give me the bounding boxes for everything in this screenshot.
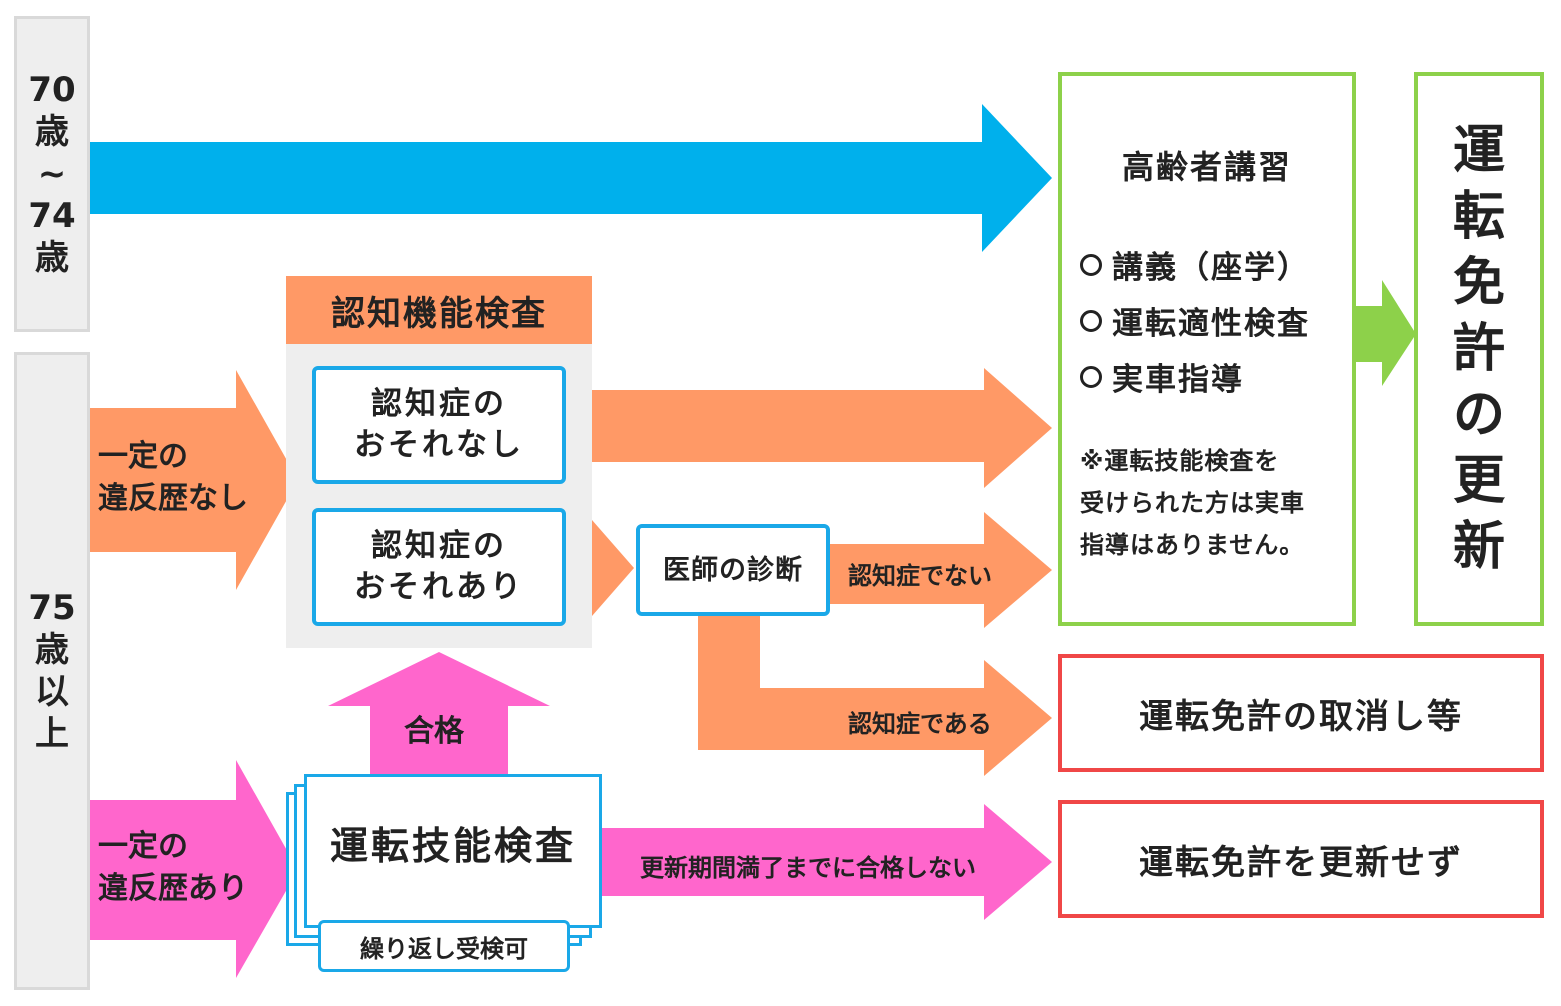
circle-bullet-icon: [1080, 309, 1102, 332]
age-tilde-text: ~: [37, 154, 67, 194]
repeat-test-tab: 繰り返し受検可: [318, 920, 570, 972]
age-70-text: 70: [28, 70, 76, 110]
no-violation-arrow: [90, 370, 298, 590]
age-unit-text: 歳: [34, 630, 69, 670]
skill-test-title: 運転技能検査: [329, 823, 576, 868]
blue-flow-arrow: [90, 104, 1052, 252]
not-dementia-label: 認知症でない: [848, 562, 992, 590]
cognitive-test-header: 認知機能検査: [286, 276, 592, 344]
age-74-text: 74: [28, 196, 76, 236]
fail-label: 更新期間満了までに合格しない: [640, 854, 976, 882]
elderly-course-note: ※運転技能検査を 受けられた方は実車 指導はありません。: [1080, 447, 1305, 559]
risk-box: 認知症の おそれあり: [312, 508, 566, 626]
age-75-text: 75: [28, 588, 76, 628]
age-unit-text: 歳: [34, 238, 69, 278]
revocation-box: 運転免許の取消し等: [1058, 654, 1544, 772]
age-group-75-plus: 75 歳 以 上: [14, 352, 90, 990]
circle-bullet-icon: [1080, 253, 1102, 276]
no-risk-box: 認知症の おそれなし: [312, 366, 566, 484]
course-item-aptitude: 運転適性検査: [1080, 298, 1310, 343]
dementia-arrow: [698, 612, 1052, 776]
age-over-text: 上: [34, 714, 69, 754]
course-item-lecture: 講義（座学）: [1080, 242, 1310, 287]
age-group-70-74: 70 歳 ~ 74 歳: [14, 16, 90, 332]
elderly-course-title: 高齢者講習: [1121, 148, 1292, 186]
age-unit-text: 歳: [34, 112, 69, 152]
doctor-diagnosis-box: 医師の診断: [636, 524, 830, 616]
no-renewal-box: 運転免許を更新せず: [1058, 800, 1544, 918]
no-risk-arrow: [566, 368, 1052, 488]
with-violation-label: 一定の 違反歴あり: [98, 829, 248, 906]
elderly-course-box: 高齢者講習 講義（座学） 運転適性検査 実車指導 ※運転技能検査を 受けられた方…: [1058, 72, 1356, 626]
circle-bullet-icon: [1080, 365, 1102, 388]
no-violation-label: 一定の 違反歴なし: [98, 439, 248, 516]
course-item-driving: 実車指導: [1080, 354, 1244, 399]
with-violation-arrow: [90, 760, 298, 978]
not-dementia-arrow: [828, 512, 1052, 628]
fail-arrow: [602, 804, 1052, 920]
license-renewal-box: 運 転 免 許 の 更 新: [1414, 72, 1544, 626]
course-to-renewal-arrow: [1356, 280, 1416, 386]
age-over-text: 以: [34, 672, 69, 712]
skill-test-box: 運転技能検査: [304, 774, 602, 928]
pass-arrow: [328, 652, 550, 776]
pass-label: 合格: [404, 714, 464, 749]
is-dementia-label: 認知症である: [848, 710, 992, 738]
